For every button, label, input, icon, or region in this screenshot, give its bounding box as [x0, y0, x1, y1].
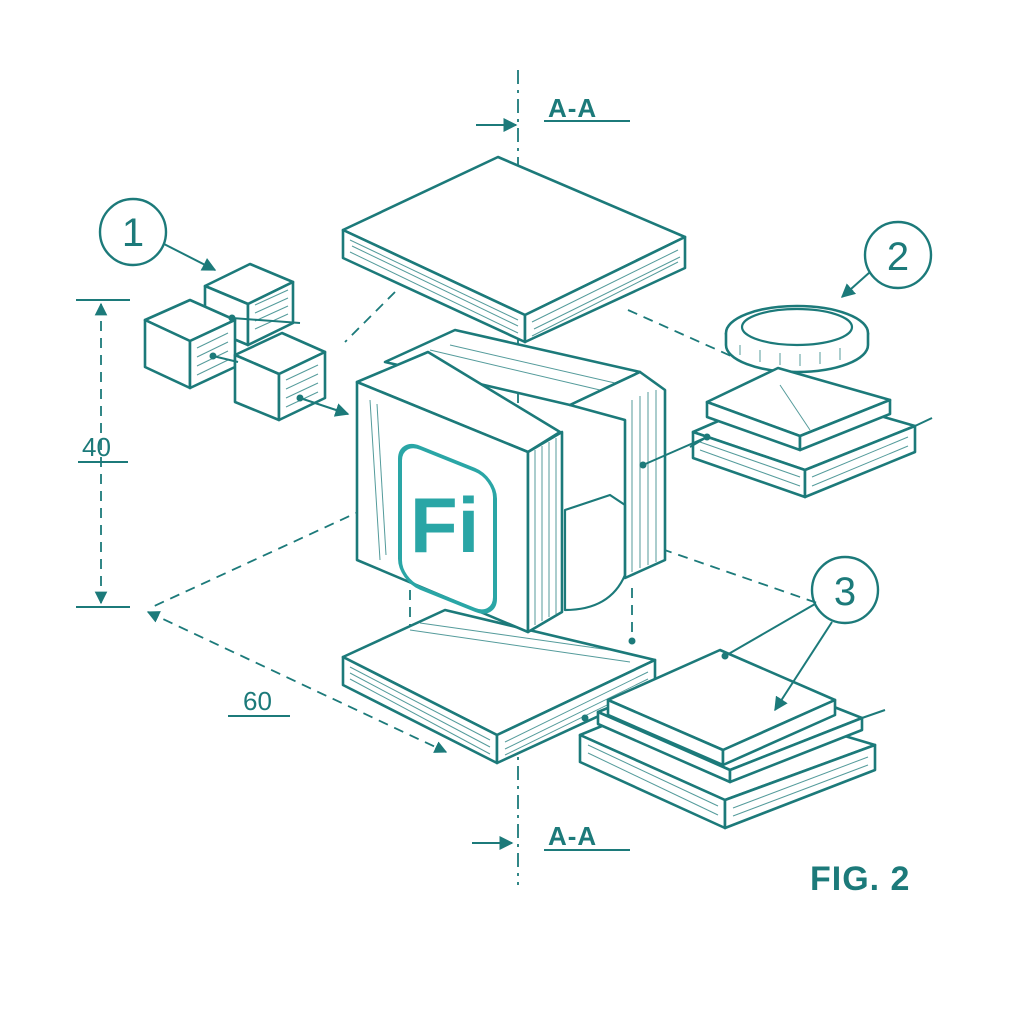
- dimension-width: 60: [146, 611, 448, 753]
- small-cube-2: [143, 298, 237, 390]
- callout-1: 1: [98, 197, 217, 271]
- callout-2: 2: [639, 220, 933, 469]
- svg-text:3: 3: [834, 570, 856, 614]
- section-label-top: A-A: [548, 93, 597, 123]
- small-cubes: [143, 262, 350, 422]
- section-marker-bottom: A-A: [472, 821, 630, 851]
- svg-text:60: 60: [243, 686, 272, 716]
- svg-text:1: 1: [122, 211, 144, 255]
- svg-text:Fi: Fi: [410, 481, 479, 569]
- top-plate: [341, 155, 687, 344]
- svg-text:40: 40: [82, 432, 111, 462]
- fi-logo-icon: Fi: [398, 443, 497, 614]
- stepped-plate-right: [691, 366, 933, 499]
- center-block-front: Fi: [355, 350, 564, 634]
- callout-3: 3: [581, 555, 880, 722]
- svg-text:2: 2: [887, 235, 909, 279]
- dimension-height: 40: [76, 299, 130, 608]
- center-block-back: [383, 328, 667, 612]
- section-label-bottom: A-A: [548, 821, 597, 851]
- stacked-plates: [578, 648, 886, 830]
- section-marker-top: A-A: [476, 93, 630, 132]
- disc-component: [724, 304, 870, 374]
- figure-label: FIG. 2: [810, 860, 910, 898]
